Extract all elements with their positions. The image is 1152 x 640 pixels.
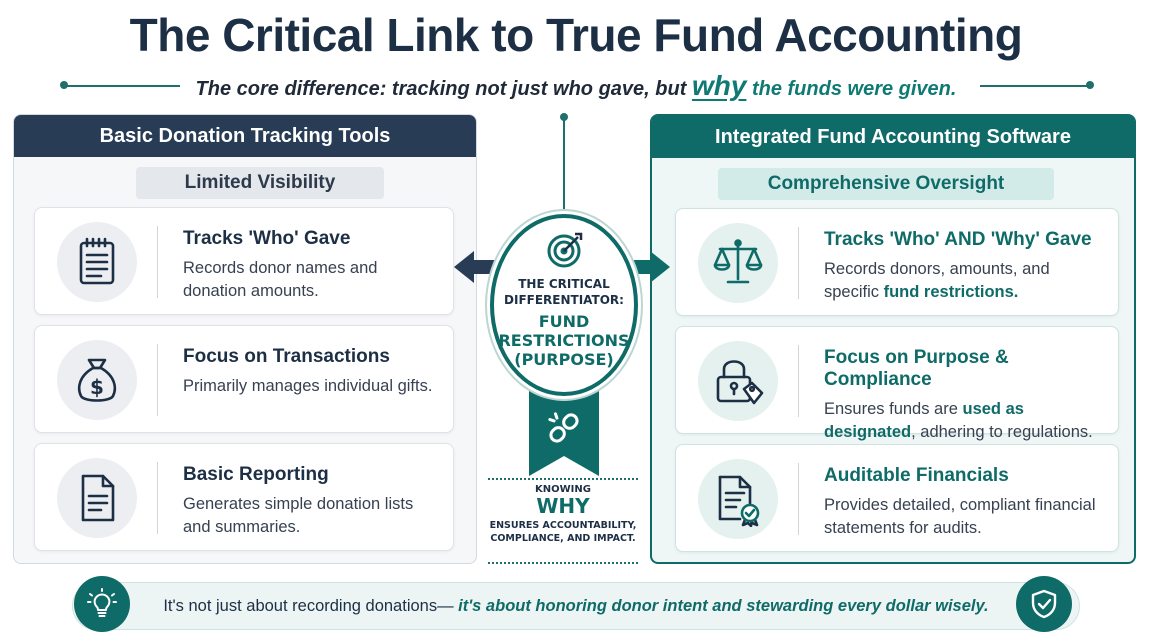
card-description: Generates simple donation lists and summ… [183,495,414,536]
card-divider [798,463,799,535]
card-title: Focus on Purpose & Compliance [824,347,1009,390]
card-description: Records donors, amounts, and specific fu… [824,258,1108,304]
svg-text:$: $ [90,375,104,399]
footer-text: It's not just about recording donations—… [73,597,1079,616]
card-title: Tracks 'Who' AND 'Why' Gave [824,229,1092,250]
money-bag-icon: $ [57,340,137,420]
ribbon [529,370,599,476]
knowing-label: KNOWING [535,484,591,495]
card-title: Focus on Transactions [183,346,390,367]
shield-check-icon [1016,576,1072,632]
fund-accounting-panel: Integrated Fund Accounting Software Comp… [650,114,1136,564]
critical-differentiator-badge: THE CRITICAL DIFFERENTIATOR: FUND RESTRI… [490,214,638,396]
subtitle-text-pre: The core difference: tracking not just w… [195,78,687,100]
subtitle-left-line [64,85,180,87]
footer-text-pre: It's not just about recording donations— [163,597,459,615]
subtitle-text-post: the funds were given. [751,78,957,100]
card-divider [798,345,799,417]
card-description: Primarily manages individual gifts. [183,377,433,395]
right-arrow-icon [624,251,670,283]
lightbulb-icon [74,576,130,632]
card-desc-text: , adhering to regulations. [911,423,1093,441]
badge-heading: THE CRITICAL DIFFERENTIATOR: [504,277,624,307]
card-desc-highlight: used as designated [824,400,1024,441]
card-focus-transactions: $ Focus on Transactions Primarily manage… [34,325,454,433]
card-description: Ensures funds are used as designated, ad… [824,398,1108,444]
card-divider [157,462,158,534]
card-desc-text: Provides detailed, compliant financial s… [824,496,1096,537]
notepad-icon [57,222,137,302]
broken-link-icon [548,412,579,443]
basic-tools-panel: Basic Donation Tracking Tools Limited Vi… [13,114,477,564]
card-tracks-who-and-why: Tracks 'Who' AND 'Why' Gave Records dono… [675,208,1119,316]
card-divider [157,226,158,298]
footer-banner: It's not just about recording donations—… [72,582,1080,630]
card-basic-reporting: Basic Reporting Generates simple donatio… [34,443,454,551]
subtitle-why: why [691,70,747,101]
connector-dot [560,113,568,121]
certificate-icon [698,459,778,539]
card-desc-text: Ensures funds are [824,400,963,418]
page-title: The Critical Link to True Fund Accountin… [129,9,1023,61]
card-title: Auditable Financials [824,465,1009,486]
card-auditable-financials: Auditable Financials Provides detailed, … [675,444,1119,552]
subtitle-right-dot [1086,81,1094,89]
connector-line [563,118,565,218]
card-divider [798,227,799,299]
card-desc-highlight: fund restrictions. [883,283,1019,301]
basic-tools-heading: Basic Donation Tracking Tools [14,115,476,157]
card-description: Provides detailed, compliant financial s… [824,494,1108,540]
why-label: WHY [536,494,590,518]
card-purpose-compliance: Focus on Purpose & Compliance Ensures fu… [675,326,1119,441]
lock-tag-icon [698,341,778,421]
card-title: Tracks 'Who' Gave [183,228,351,249]
comprehensive-oversight-label: Comprehensive Oversight [718,168,1054,200]
card-divider [157,344,158,416]
card-description: Records donor names and donation amounts… [183,259,378,300]
page-subtitle: The core difference: tracking not just w… [0,70,1152,102]
limited-visibility-label: Limited Visibility [136,167,384,199]
card-title: Basic Reporting [183,464,329,485]
scales-icon [698,223,778,303]
target-icon [547,232,583,268]
subtitle-right-line [980,85,1088,87]
document-icon [57,458,137,538]
ensures-label: ENSURES ACCOUNTABILITY, COMPLIANCE, AND … [489,520,637,544]
card-desc-text: Records donors, amounts, and specific [824,260,1050,301]
fund-accounting-heading: Integrated Fund Accounting Software [652,116,1134,158]
footer-text-emphasis: it's about honoring donor intent and ste… [458,597,989,615]
knowing-why-block: KNOWING WHY ENSURES ACCOUNTABILITY, COMP… [488,478,638,564]
badge-fund-restrictions: FUND RESTRICTIONS (PURPOSE) [498,312,630,369]
card-tracks-who: Tracks 'Who' Gave Records donor names an… [34,207,454,315]
left-arrow-icon [454,251,500,283]
